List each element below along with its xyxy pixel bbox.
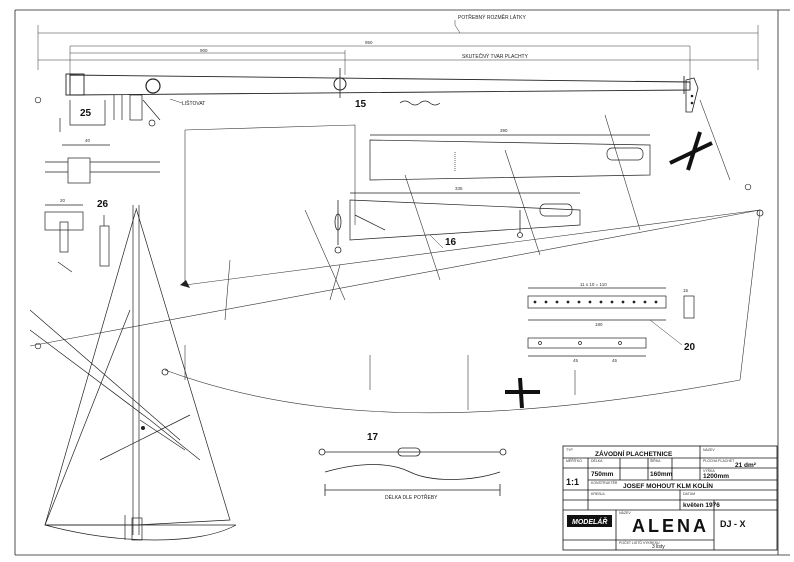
tb-sheets-value: 3 listy — [652, 544, 665, 550]
punch-hole-top-left — [34, 96, 42, 104]
part-16-batten-pocket-1 — [369, 134, 651, 181]
part-20-holes — [533, 300, 658, 304]
tb-constructor-label: KONSTRUKTÉR — [591, 480, 618, 485]
part-16-batten-pocket-2 — [349, 192, 581, 241]
boom-spar — [65, 73, 691, 96]
part-20-plate-top — [527, 287, 695, 321]
tb-sail-area-value: 21 dm² — [735, 462, 757, 469]
dim-180: 180 — [595, 322, 603, 327]
tb-date-label: DATUM — [683, 492, 695, 496]
tb-constructor-value: JOSEF MOHOUT KLM KOLÍN — [623, 481, 713, 490]
dim-45-b: 45 — [612, 358, 618, 363]
part-20-leader — [649, 319, 683, 346]
tb-sheets-label: POČET LISTŮ VÝKRESU — [619, 540, 660, 545]
boom-end-fitting — [685, 77, 699, 113]
part-number-26: 26 — [97, 199, 109, 210]
mast-rig-sketch — [29, 205, 237, 541]
required-fabric-label: POTŘEBNÝ ROZMĚR LÁTKY — [458, 13, 526, 21]
dim-15-c: 15 — [683, 288, 689, 293]
tb-name-label: NÁZEV — [703, 448, 715, 452]
tb-scale-value: 1:1 — [566, 477, 579, 487]
sail-clew-ring-right — [756, 209, 764, 217]
listovat-leader — [169, 98, 183, 104]
tb-drawn-label: KRESLIL — [591, 492, 605, 496]
sheet-frame — [14, 9, 790, 556]
part-number-25: 25 — [80, 108, 92, 119]
part-17-rigging-detail — [318, 447, 507, 496]
dim-335: 335 — [455, 186, 463, 191]
boom-gooseneck-fitting — [145, 78, 161, 94]
tb-length-value: 750mm — [591, 471, 614, 478]
sail-length-note: DÉLKA DLE POTŘEBY — [385, 493, 438, 501]
part-25-detail — [59, 94, 161, 132]
tb-width-value: 160mm — [650, 471, 673, 478]
top-dimension-lines — [37, 20, 759, 85]
end-fitting-hole-2 — [690, 101, 694, 105]
dim-40-a: 40 — [85, 138, 91, 143]
actual-shape-label: SKUTEČNÝ TVAR PLACHTY — [462, 53, 529, 60]
turnbuckle-detail — [334, 200, 342, 254]
part-number-16: 16 — [445, 237, 457, 248]
tb-publisher-logo — [567, 515, 612, 527]
tb-date-value: květen 1976 — [683, 502, 720, 509]
part-20-plate-bottom — [527, 337, 647, 357]
hook-right-eye — [517, 232, 523, 238]
end-fitting-hole-1 — [690, 94, 694, 98]
part-number-17: 17 — [367, 432, 379, 443]
tb-logo-text: MODELÁŘ — [572, 517, 607, 526]
sail-battens — [224, 99, 731, 410]
fitting-detail-under-25 — [45, 144, 160, 184]
dim-45-a: 45 — [573, 358, 579, 363]
mainsail-outline — [29, 124, 761, 414]
tb-scale-label: MĚŘÍTKO — [566, 458, 582, 463]
dim-950: 950 — [365, 40, 373, 45]
title-block — [562, 445, 778, 551]
part-26-detail — [44, 204, 110, 273]
tb-height-label: VÝŠKA — [703, 468, 715, 473]
punch-hole-right — [744, 183, 752, 191]
part-number-20: 20 — [684, 342, 696, 353]
tb-height-value: 1200mm — [703, 473, 729, 480]
listovat-label: LIŠTOVAT — [182, 100, 205, 107]
tb-model-name: ALENA — [632, 516, 709, 536]
part-number-15: 15 — [355, 99, 367, 110]
tb-name-value: ZÁVODNÍ PLACHETNICE — [595, 449, 673, 458]
sail-head-arrow — [180, 280, 190, 288]
mast-hound-fitting — [141, 426, 145, 430]
wave-squiggle — [399, 100, 441, 106]
tb-type-label: TYP — [566, 448, 573, 452]
dim-20-a: 20 — [60, 198, 66, 203]
tb-model-label: NÁZEV — [619, 511, 631, 515]
dim-390: 390 — [500, 128, 508, 133]
tb-length-label: DÉLKA — [591, 458, 603, 463]
part-16-leader — [429, 234, 444, 249]
dim-900: 900 — [200, 48, 208, 53]
tb-model-code: DJ - X — [720, 519, 746, 529]
punch-hole-mid-left — [34, 342, 42, 350]
tb-sail-area-label: PLOCHA PLACHET — [703, 459, 735, 463]
tb-width-label: ŠÍŘKA — [650, 458, 661, 463]
cross-hatch-marks — [505, 131, 713, 409]
sail-tack-ring-left — [161, 368, 169, 376]
dim-11x10: 11 x 10 = 110 — [580, 282, 607, 287]
